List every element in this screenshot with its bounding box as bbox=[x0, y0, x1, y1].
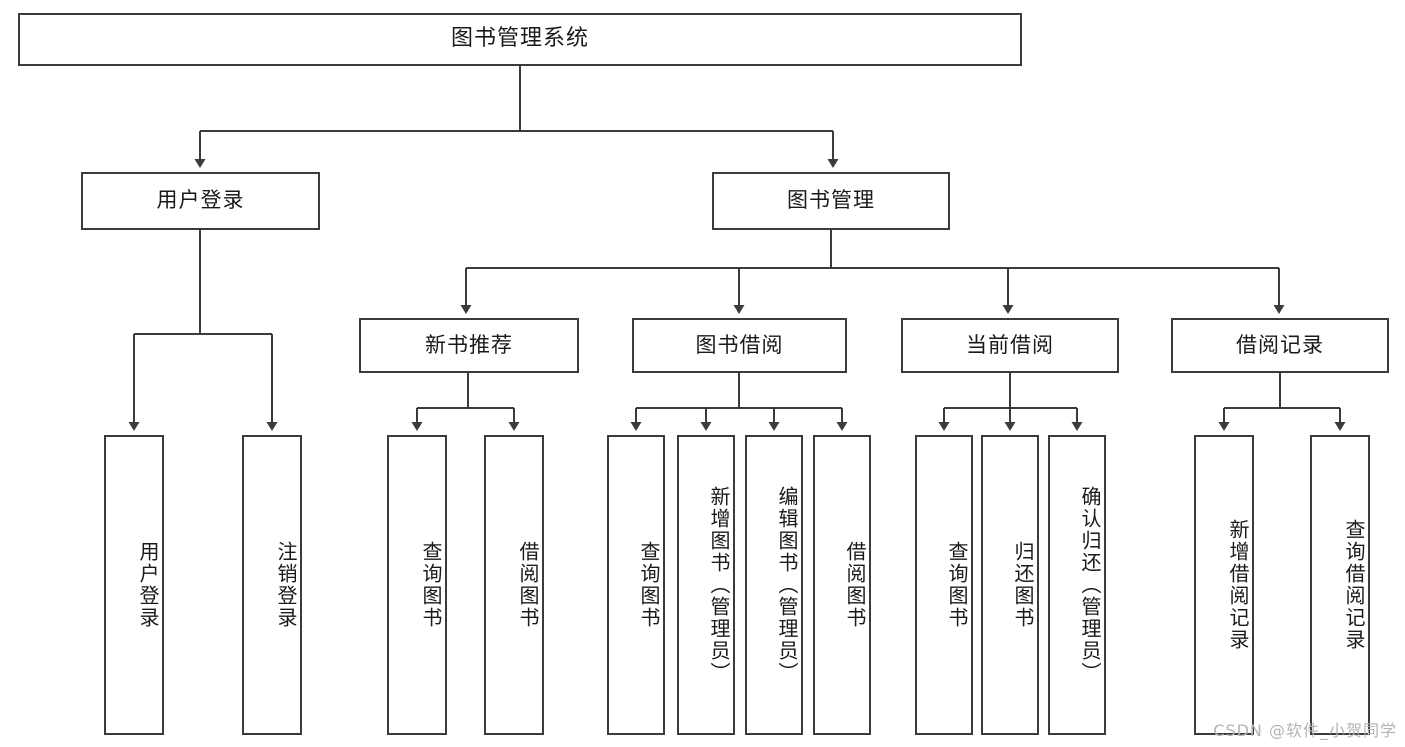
node-leaf-confirm-return[interactable]: 确认归还（管理员） bbox=[1048, 435, 1106, 735]
node-book-manage-label: 图书管理 bbox=[787, 188, 875, 213]
node-leaf-query-book-rec[interactable]: 查询图书 bbox=[387, 435, 447, 735]
node-current-borrow-label: 当前借阅 bbox=[966, 332, 1054, 357]
leaf-label: 新增借阅记录 bbox=[1226, 519, 1250, 651]
node-root[interactable]: 图书管理系统 bbox=[18, 13, 1022, 66]
leaf-label: 借阅图书 bbox=[516, 541, 540, 629]
node-book-borrow[interactable]: 图书借阅 bbox=[632, 318, 847, 373]
node-borrow-record-label: 借阅记录 bbox=[1236, 332, 1324, 357]
leaf-label: 确认归还（管理员） bbox=[1078, 486, 1102, 684]
leaf-label: 查询图书 bbox=[945, 541, 969, 629]
node-user-login-label: 用户登录 bbox=[156, 188, 245, 213]
node-book-borrow-label: 图书借阅 bbox=[695, 332, 784, 357]
node-leaf-user-login[interactable]: 用户登录 bbox=[104, 435, 164, 735]
leaf-label: 注销登录 bbox=[274, 541, 298, 629]
csdn-watermark: CSDN @软件_小贺同学 bbox=[1213, 721, 1397, 740]
node-root-label: 图书管理系统 bbox=[450, 26, 589, 52]
leaf-label: 查询图书 bbox=[419, 541, 443, 629]
node-leaf-query-book-cur[interactable]: 查询图书 bbox=[915, 435, 973, 735]
node-leaf-edit-book[interactable]: 编辑图书（管理员） bbox=[745, 435, 803, 735]
node-book-manage[interactable]: 图书管理 bbox=[712, 172, 950, 230]
node-leaf-add-book[interactable]: 新增图书（管理员） bbox=[677, 435, 735, 735]
node-leaf-query-record[interactable]: 查询借阅记录 bbox=[1310, 435, 1370, 735]
node-leaf-user-logout[interactable]: 注销登录 bbox=[242, 435, 302, 735]
node-leaf-query-book-borrow[interactable]: 查询图书 bbox=[607, 435, 665, 735]
leaf-label: 用户登录 bbox=[136, 541, 160, 629]
leaf-label: 查询借阅记录 bbox=[1342, 519, 1366, 651]
node-borrow-record[interactable]: 借阅记录 bbox=[1171, 318, 1389, 373]
node-leaf-borrow-book-rec[interactable]: 借阅图书 bbox=[484, 435, 544, 735]
node-user-login[interactable]: 用户登录 bbox=[81, 172, 320, 230]
leaf-label: 归还图书 bbox=[1011, 541, 1035, 629]
leaf-label: 编辑图书（管理员） bbox=[775, 486, 799, 684]
leaf-label: 查询图书 bbox=[637, 541, 661, 629]
node-leaf-return-book[interactable]: 归还图书 bbox=[981, 435, 1039, 735]
node-current-borrow[interactable]: 当前借阅 bbox=[901, 318, 1119, 373]
leaf-label: 借阅图书 bbox=[843, 541, 867, 629]
node-new-book-rec-label: 新书推荐 bbox=[425, 332, 513, 357]
node-new-book-rec[interactable]: 新书推荐 bbox=[359, 318, 579, 373]
leaf-label: 新增图书（管理员） bbox=[707, 486, 731, 684]
node-leaf-borrow-book[interactable]: 借阅图书 bbox=[813, 435, 871, 735]
node-leaf-add-record[interactable]: 新增借阅记录 bbox=[1194, 435, 1254, 735]
